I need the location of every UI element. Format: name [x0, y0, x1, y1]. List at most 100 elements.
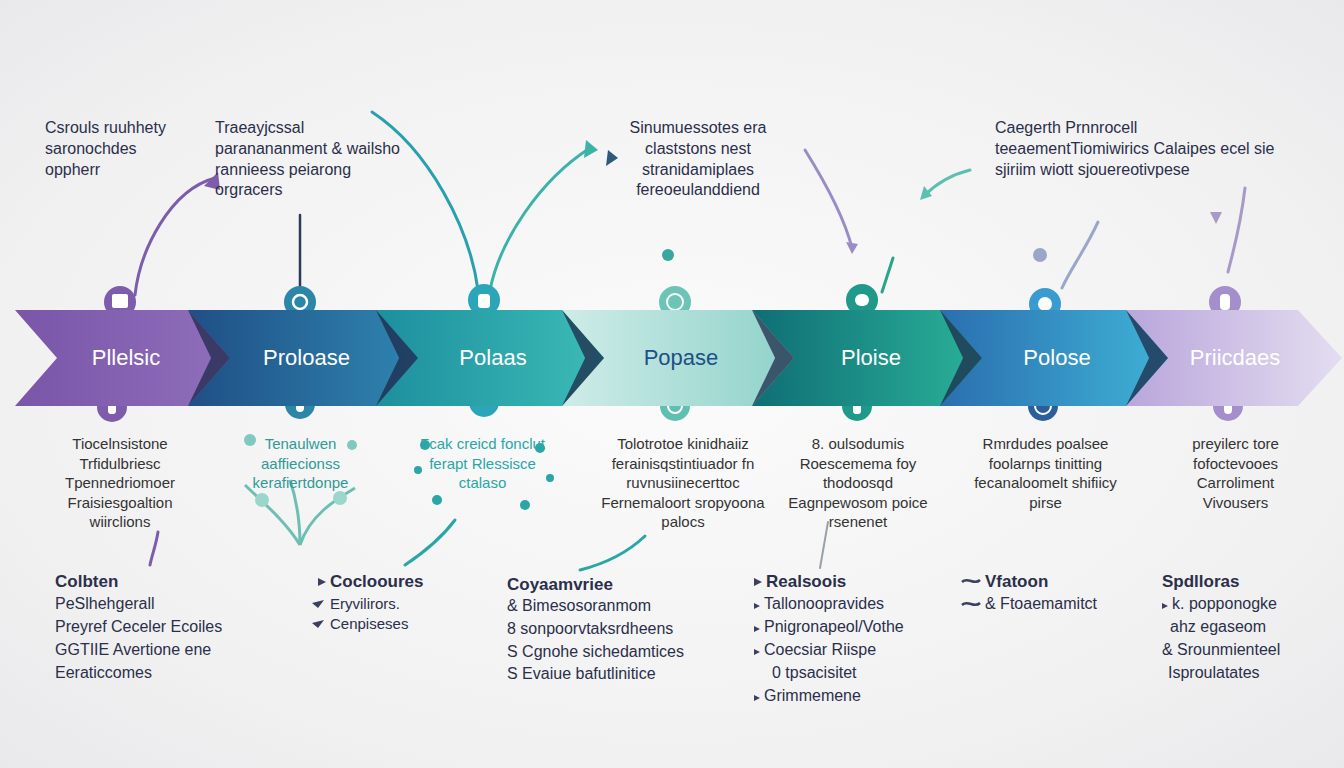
chevron-label: Proloase [230, 310, 383, 406]
arrow-head [606, 150, 618, 166]
text-label: 8 sonpoorvtaksrdheens [507, 619, 707, 640]
bullet [962, 603, 980, 605]
leader-line [299, 215, 302, 288]
text-label: S Cgnohe sichedamtices [507, 642, 707, 663]
text-label: Vfatoon [985, 571, 1125, 593]
text-label: 0 tpsacisitet [772, 663, 932, 684]
splash-dot [546, 474, 554, 482]
splash-dot [347, 440, 357, 450]
text-label: k. popponogke [1172, 594, 1322, 615]
text-label: Sinumuessotes era claststons nest strani… [598, 118, 798, 201]
chevron-fill [376, 310, 608, 406]
icon-glyph [855, 294, 869, 306]
text-label: & Srounmienteel [1162, 640, 1322, 661]
leader-line [1228, 188, 1245, 272]
text-label: Realsoois [766, 571, 926, 593]
text-label: S Evaiue bafutlinitice [507, 664, 707, 685]
chevron-shadow [562, 310, 604, 406]
text-label: Tolotrotoe kinidhaiiz ferainisqstintiuad… [598, 434, 768, 532]
icon-glyph [478, 294, 490, 308]
leader-line [490, 148, 590, 290]
chevron-fill [188, 310, 423, 406]
arrow-head [846, 242, 858, 254]
text-label: & Ftoaemamitct [985, 594, 1135, 615]
bullet [962, 580, 980, 582]
text-label: Cenpiseses [330, 614, 470, 634]
bullet [1162, 603, 1168, 609]
icon-glyphs [108, 294, 1232, 414]
bullet [754, 626, 760, 632]
splash-dot [255, 493, 269, 507]
leader-line [1062, 222, 1098, 288]
text-label: Fcak creicd fonclut ferapt Rlessisce cta… [405, 434, 560, 493]
bullet [754, 578, 762, 586]
text-label: Csrouls ruuhhety saronochdes oppherr [45, 118, 185, 180]
text-label: Colbten [55, 571, 255, 593]
chevron-label: Ploise [794, 310, 948, 406]
text-label: PeSlhehgerall [55, 594, 255, 615]
arrow-head [584, 140, 598, 158]
chevron-fill [940, 310, 1172, 406]
icon-glyph [1038, 297, 1052, 311]
leader-line [882, 258, 893, 292]
icon-glyph [293, 295, 307, 309]
chevron-label: Pllelsic [57, 310, 195, 406]
leader-line [580, 536, 645, 570]
icon-circles [97, 284, 1243, 422]
chevron-shadow [940, 310, 982, 406]
text-label: Tenaulwen aaffiecionss kerafiertdonpe [228, 434, 373, 493]
arrow-head [920, 186, 932, 200]
text-label: ahz egaseom [1170, 617, 1320, 638]
chevron-shadow [376, 310, 418, 406]
text-label: Coclooures [330, 571, 470, 593]
leader-line [150, 532, 158, 565]
chevron-fill [752, 310, 988, 406]
bullet [312, 620, 324, 628]
text-label: 8. oulsodumis Roescemema foy thodoosqd E… [788, 434, 928, 532]
icon-glyph [112, 294, 128, 308]
text-label: Coecsiar Riispe [764, 640, 934, 661]
splash-dot [244, 434, 256, 446]
chevron-label: Polaas [418, 310, 568, 406]
icon-glyph [1220, 294, 1230, 310]
text-label: Tallonoopravides [764, 594, 934, 615]
leader-line [135, 178, 215, 295]
splash-dot [432, 495, 442, 505]
icon-glyph [667, 294, 683, 310]
chevron-shadow [752, 310, 794, 406]
bullet [754, 603, 760, 609]
leader-line [405, 520, 455, 565]
chevron-fill [1126, 310, 1342, 406]
chevron-shadow [188, 310, 230, 406]
text-label: Tiocelnsistone Trfidulbriesc Tpennedriom… [50, 434, 190, 532]
arrow-head [1210, 212, 1222, 224]
text-label: Isproulatates [1168, 663, 1318, 684]
text-label: Preyref Ceceler Ecoiles [55, 617, 275, 638]
chevron-label: Popase [604, 310, 758, 406]
text-label: Spdlloras [1162, 571, 1312, 593]
leader-line [805, 150, 852, 248]
bullet [754, 695, 760, 701]
text-label: & Bimesosoranmom [507, 596, 707, 617]
chevron-label: Polose [982, 310, 1132, 406]
chevron-label: Priicdaes [1168, 310, 1302, 406]
text-label: Coyaamvriee [507, 574, 707, 596]
text-label: GGTIIE Avertione ene [55, 640, 275, 661]
text-label: Eeraticcomes [55, 663, 255, 684]
text-label: Caegerth Prnnrocell teeaementTiomiwirics… [995, 118, 1280, 180]
splash-dot [414, 466, 422, 474]
process-chevron: Priicdaes [1126, 310, 1342, 406]
bullet-marks [312, 578, 1168, 701]
text-label: Rmrdudes poalsee foolarnps tinitting fec… [968, 434, 1123, 512]
leader-line [372, 112, 478, 290]
text-label: Traeayjcssal paranananment & wailsho ran… [215, 118, 400, 201]
splash-dot [520, 500, 530, 510]
splash-dot [662, 249, 674, 261]
text-label: Pnigronapeol/Vothe [764, 617, 934, 638]
text-label: Eryvilirors. [330, 594, 470, 614]
leader-line [925, 170, 970, 195]
chevron-shadow [1126, 310, 1168, 406]
bullet [318, 578, 326, 586]
text-label: Grimmemene [764, 686, 924, 707]
